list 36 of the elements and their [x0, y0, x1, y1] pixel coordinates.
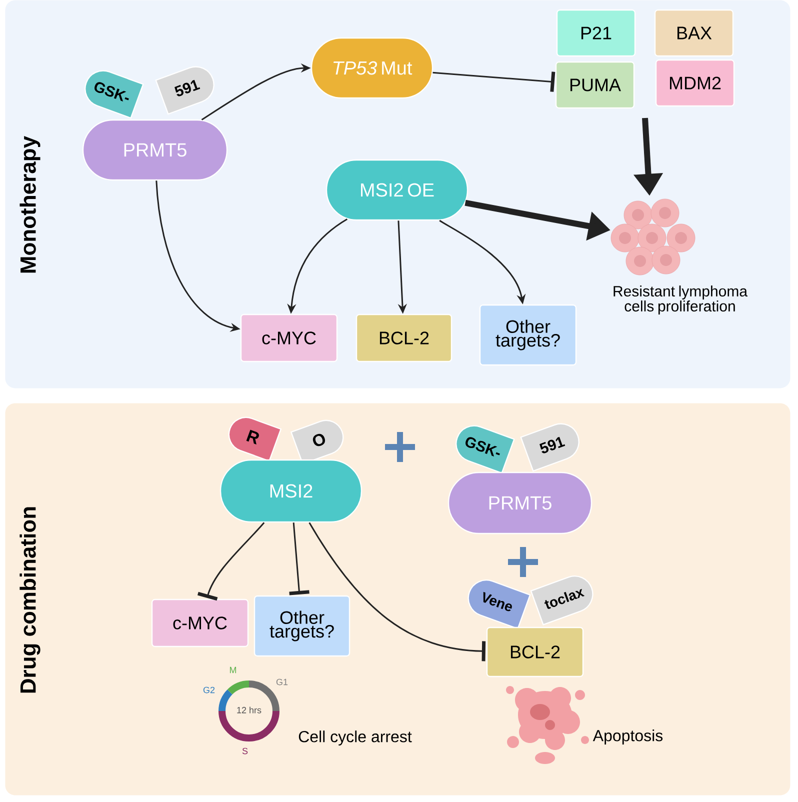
target-box: BCL-2	[486, 626, 584, 678]
node-label: Resistant lymphoma cells proliferation	[614, 286, 748, 314]
inhibition-line	[289, 522, 310, 596]
drug-pill: 591	[155, 66, 214, 115]
inhibition-line	[308, 522, 486, 662]
target-box: BAX	[654, 9, 734, 57]
phase-label: M	[230, 666, 236, 674]
drug-pill: 591	[520, 423, 580, 472]
drug-pill: O	[290, 420, 344, 465]
phase-label: G1	[276, 678, 288, 686]
target-box: P21	[556, 9, 636, 57]
duration-label: 12 hrs	[237, 706, 262, 714]
target-box: BCL-2	[356, 314, 452, 362]
inhibition-line	[432, 72, 556, 92]
phase-label: G2	[203, 686, 215, 694]
caption: Apoptosis	[592, 730, 663, 744]
protein-capsule: PRMT5	[82, 119, 228, 181]
drug-pill: R	[228, 416, 282, 462]
protein-capsule: MSI2 OE	[326, 159, 468, 221]
target-box: Other targets?	[254, 595, 350, 657]
target-box: c-MYC	[240, 314, 338, 362]
drug-pill: GSK-	[84, 70, 144, 119]
target-box: c-MYC	[151, 598, 249, 648]
protein-capsule: PRMT5	[448, 472, 592, 534]
target-box: PUMA	[555, 61, 635, 109]
panel-title: Drug combination	[20, 507, 40, 693]
protein-capsule: MSI2	[220, 459, 362, 523]
drug-pill: toclax	[530, 576, 594, 626]
target-box: MDM2	[655, 59, 735, 107]
drug-pill: Vene	[468, 580, 531, 630]
target-box: Other targets?	[479, 304, 577, 366]
drug-pill: GSK-	[456, 425, 515, 474]
gene-capsule: TP53 Mut	[310, 37, 434, 99]
phase-label: S	[242, 748, 248, 754]
caption: Cell cycle arrest	[298, 730, 412, 746]
panel-title: Monotherapy	[20, 136, 40, 273]
